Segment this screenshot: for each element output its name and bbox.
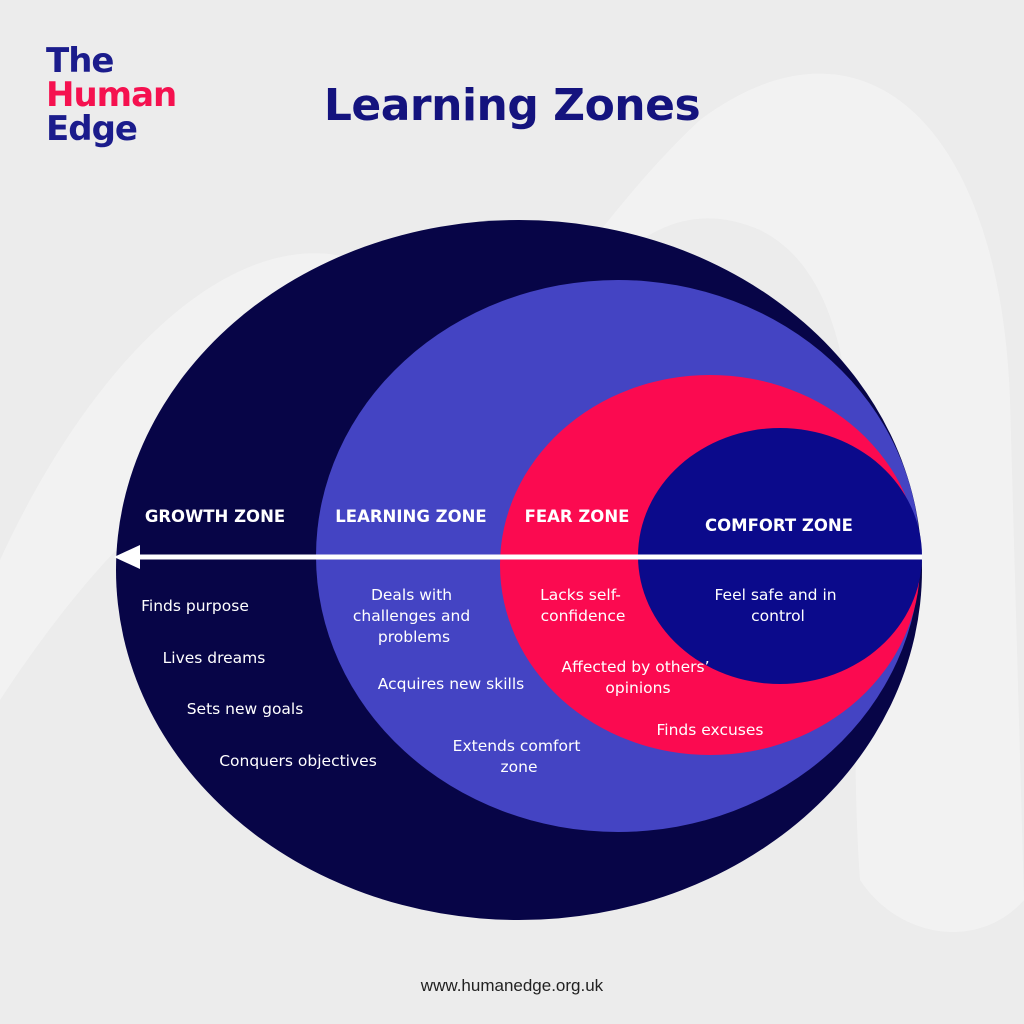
- comfort-zone-label: COMFORT ZONE: [705, 516, 853, 535]
- comfort-item: Feel safe and in control: [714, 586, 841, 625]
- learning-item: Extends comfort zone: [453, 737, 586, 776]
- fear-item: Affected by others’ opinions: [562, 658, 715, 697]
- growth-item: Conquers objectives: [219, 752, 377, 770]
- learning-zone-label: LEARNING ZONE: [335, 507, 486, 526]
- brand-logo: The Human Edge: [46, 41, 177, 149]
- footer-url: www.humanedge.org.uk: [420, 976, 604, 995]
- growth-item: Finds purpose: [141, 597, 249, 615]
- direction-arrow-head: [114, 545, 140, 569]
- page-title: Learning Zones: [323, 80, 701, 131]
- fear-zone-label: FEAR ZONE: [525, 507, 630, 526]
- growth-zone-label: GROWTH ZONE: [145, 507, 285, 526]
- learning-item: Acquires new skills: [378, 675, 524, 693]
- fear-item: Finds excuses: [657, 721, 764, 739]
- growth-item: Sets new goals: [187, 700, 304, 718]
- background-swirl: [0, 73, 1024, 933]
- logo-line-3: Edge: [46, 109, 138, 149]
- learning-item: Deals with challenges and problems: [353, 586, 475, 646]
- fear-item: Lacks self- confidence: [540, 586, 626, 625]
- growth-item: Lives dreams: [163, 649, 266, 667]
- logo-line-1: The: [46, 41, 114, 81]
- logo-line-2: Human: [46, 75, 177, 115]
